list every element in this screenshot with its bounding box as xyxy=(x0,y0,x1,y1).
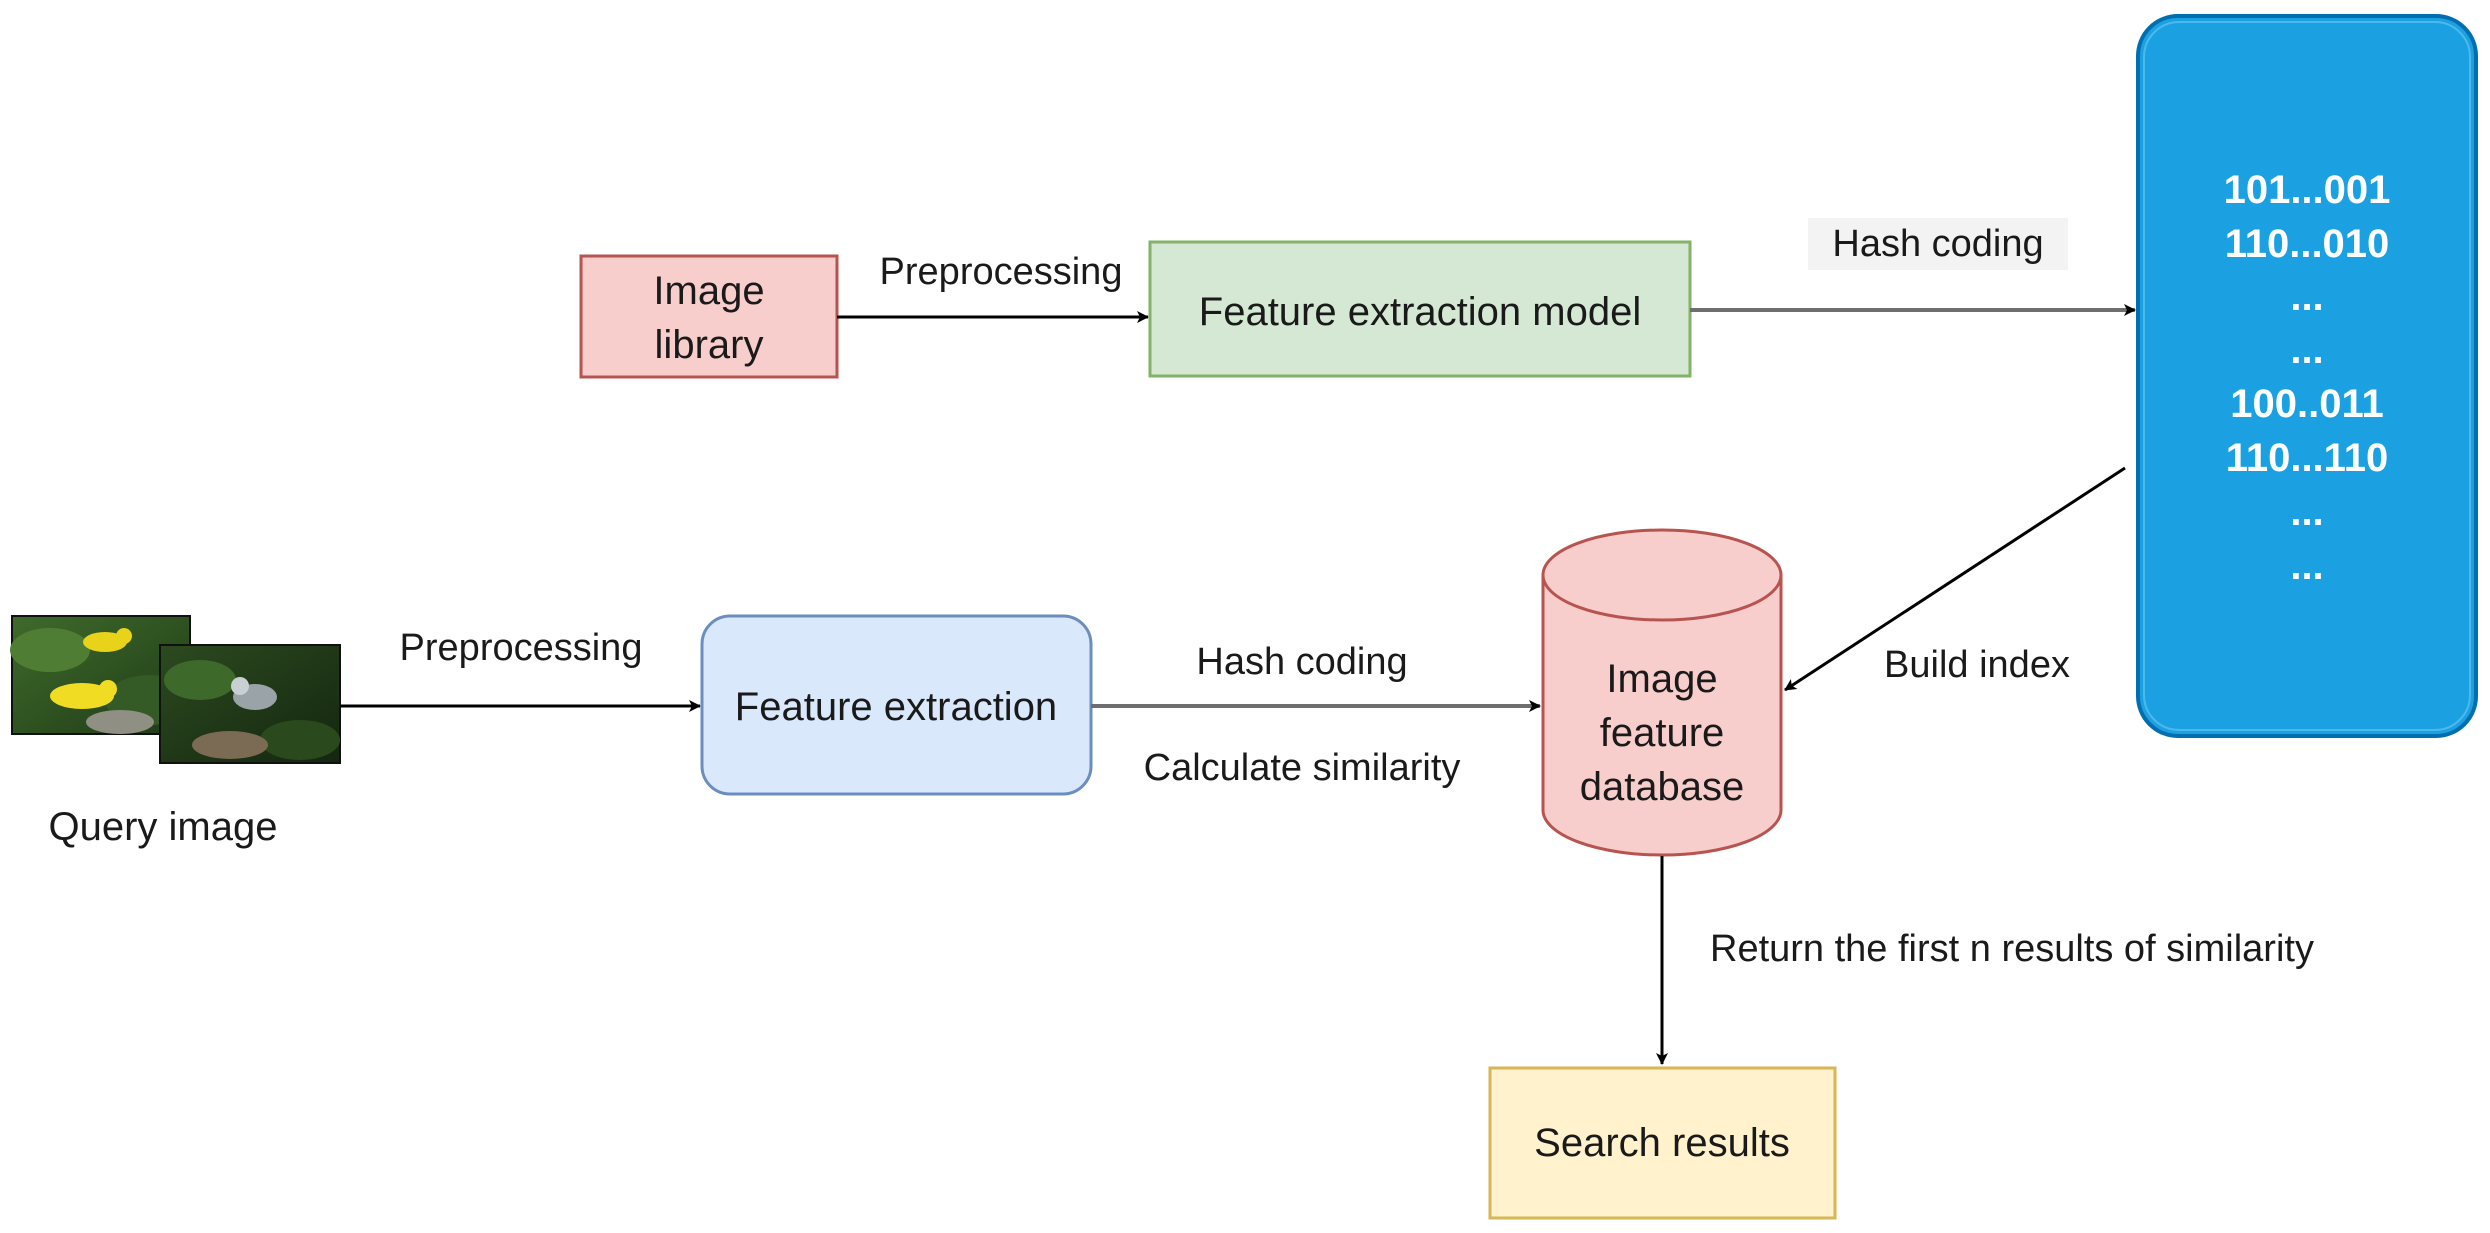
image-library-node: Image library xyxy=(579,254,839,379)
feature-extraction-node: Feature extraction xyxy=(700,614,1093,796)
hash-code-line-3: ... xyxy=(2290,275,2323,319)
feature-extraction-model-label: Feature extraction model xyxy=(1199,290,1641,334)
hash-codes-panel: 101...001 110...010 ... ... 100..011 110… xyxy=(2136,14,2478,738)
build-index-label: Build index xyxy=(1884,644,2070,686)
preprocessing-bottom-label: Preprocessing xyxy=(400,627,643,669)
hash-coding-top-label: Hash coding xyxy=(1832,223,2043,265)
search-results-label: Search results xyxy=(1534,1121,1790,1165)
return-results-label: Return the first n results of similarity xyxy=(1710,928,2314,970)
database-label-line3: database xyxy=(1580,765,1745,809)
hash-code-line-5: 100..011 xyxy=(2230,382,2384,426)
hash-code-line-2: 110...010 xyxy=(2225,222,2390,266)
hash-code-line-1: 101...001 xyxy=(2224,168,2391,212)
feature-extraction-model-node: Feature extraction model xyxy=(1148,240,1692,378)
hash-coding-bottom-label: Hash coding xyxy=(1196,641,1407,683)
hash-code-line-8: ... xyxy=(2290,544,2323,588)
image-library-label-line2: library xyxy=(655,323,764,367)
hash-code-line-7: ... xyxy=(2290,490,2323,534)
calculate-similarity-label: Calculate similarity xyxy=(1144,747,1461,789)
feature-extraction-label: Feature extraction xyxy=(735,685,1057,729)
preprocessing-top-label: Preprocessing xyxy=(880,251,1123,293)
hash-code-line-4: ... xyxy=(2290,328,2323,372)
query-image-photo-2 xyxy=(159,644,341,764)
database-label-line2: feature xyxy=(1600,711,1725,755)
hash-code-line-6: 110...110 xyxy=(2226,436,2388,480)
image-feature-database-node: Image feature database xyxy=(1541,528,1783,857)
query-image-thumbnails xyxy=(10,615,341,764)
query-image-caption: Query image xyxy=(49,805,278,849)
database-label-line1: Image xyxy=(1606,657,1717,701)
arrow-hash-codes-to-database xyxy=(1784,466,2126,692)
image-library-label-line1: Image xyxy=(653,269,764,313)
search-results-node: Search results xyxy=(1488,1066,1837,1220)
hash-coding-top-label-bg xyxy=(1808,218,2068,270)
